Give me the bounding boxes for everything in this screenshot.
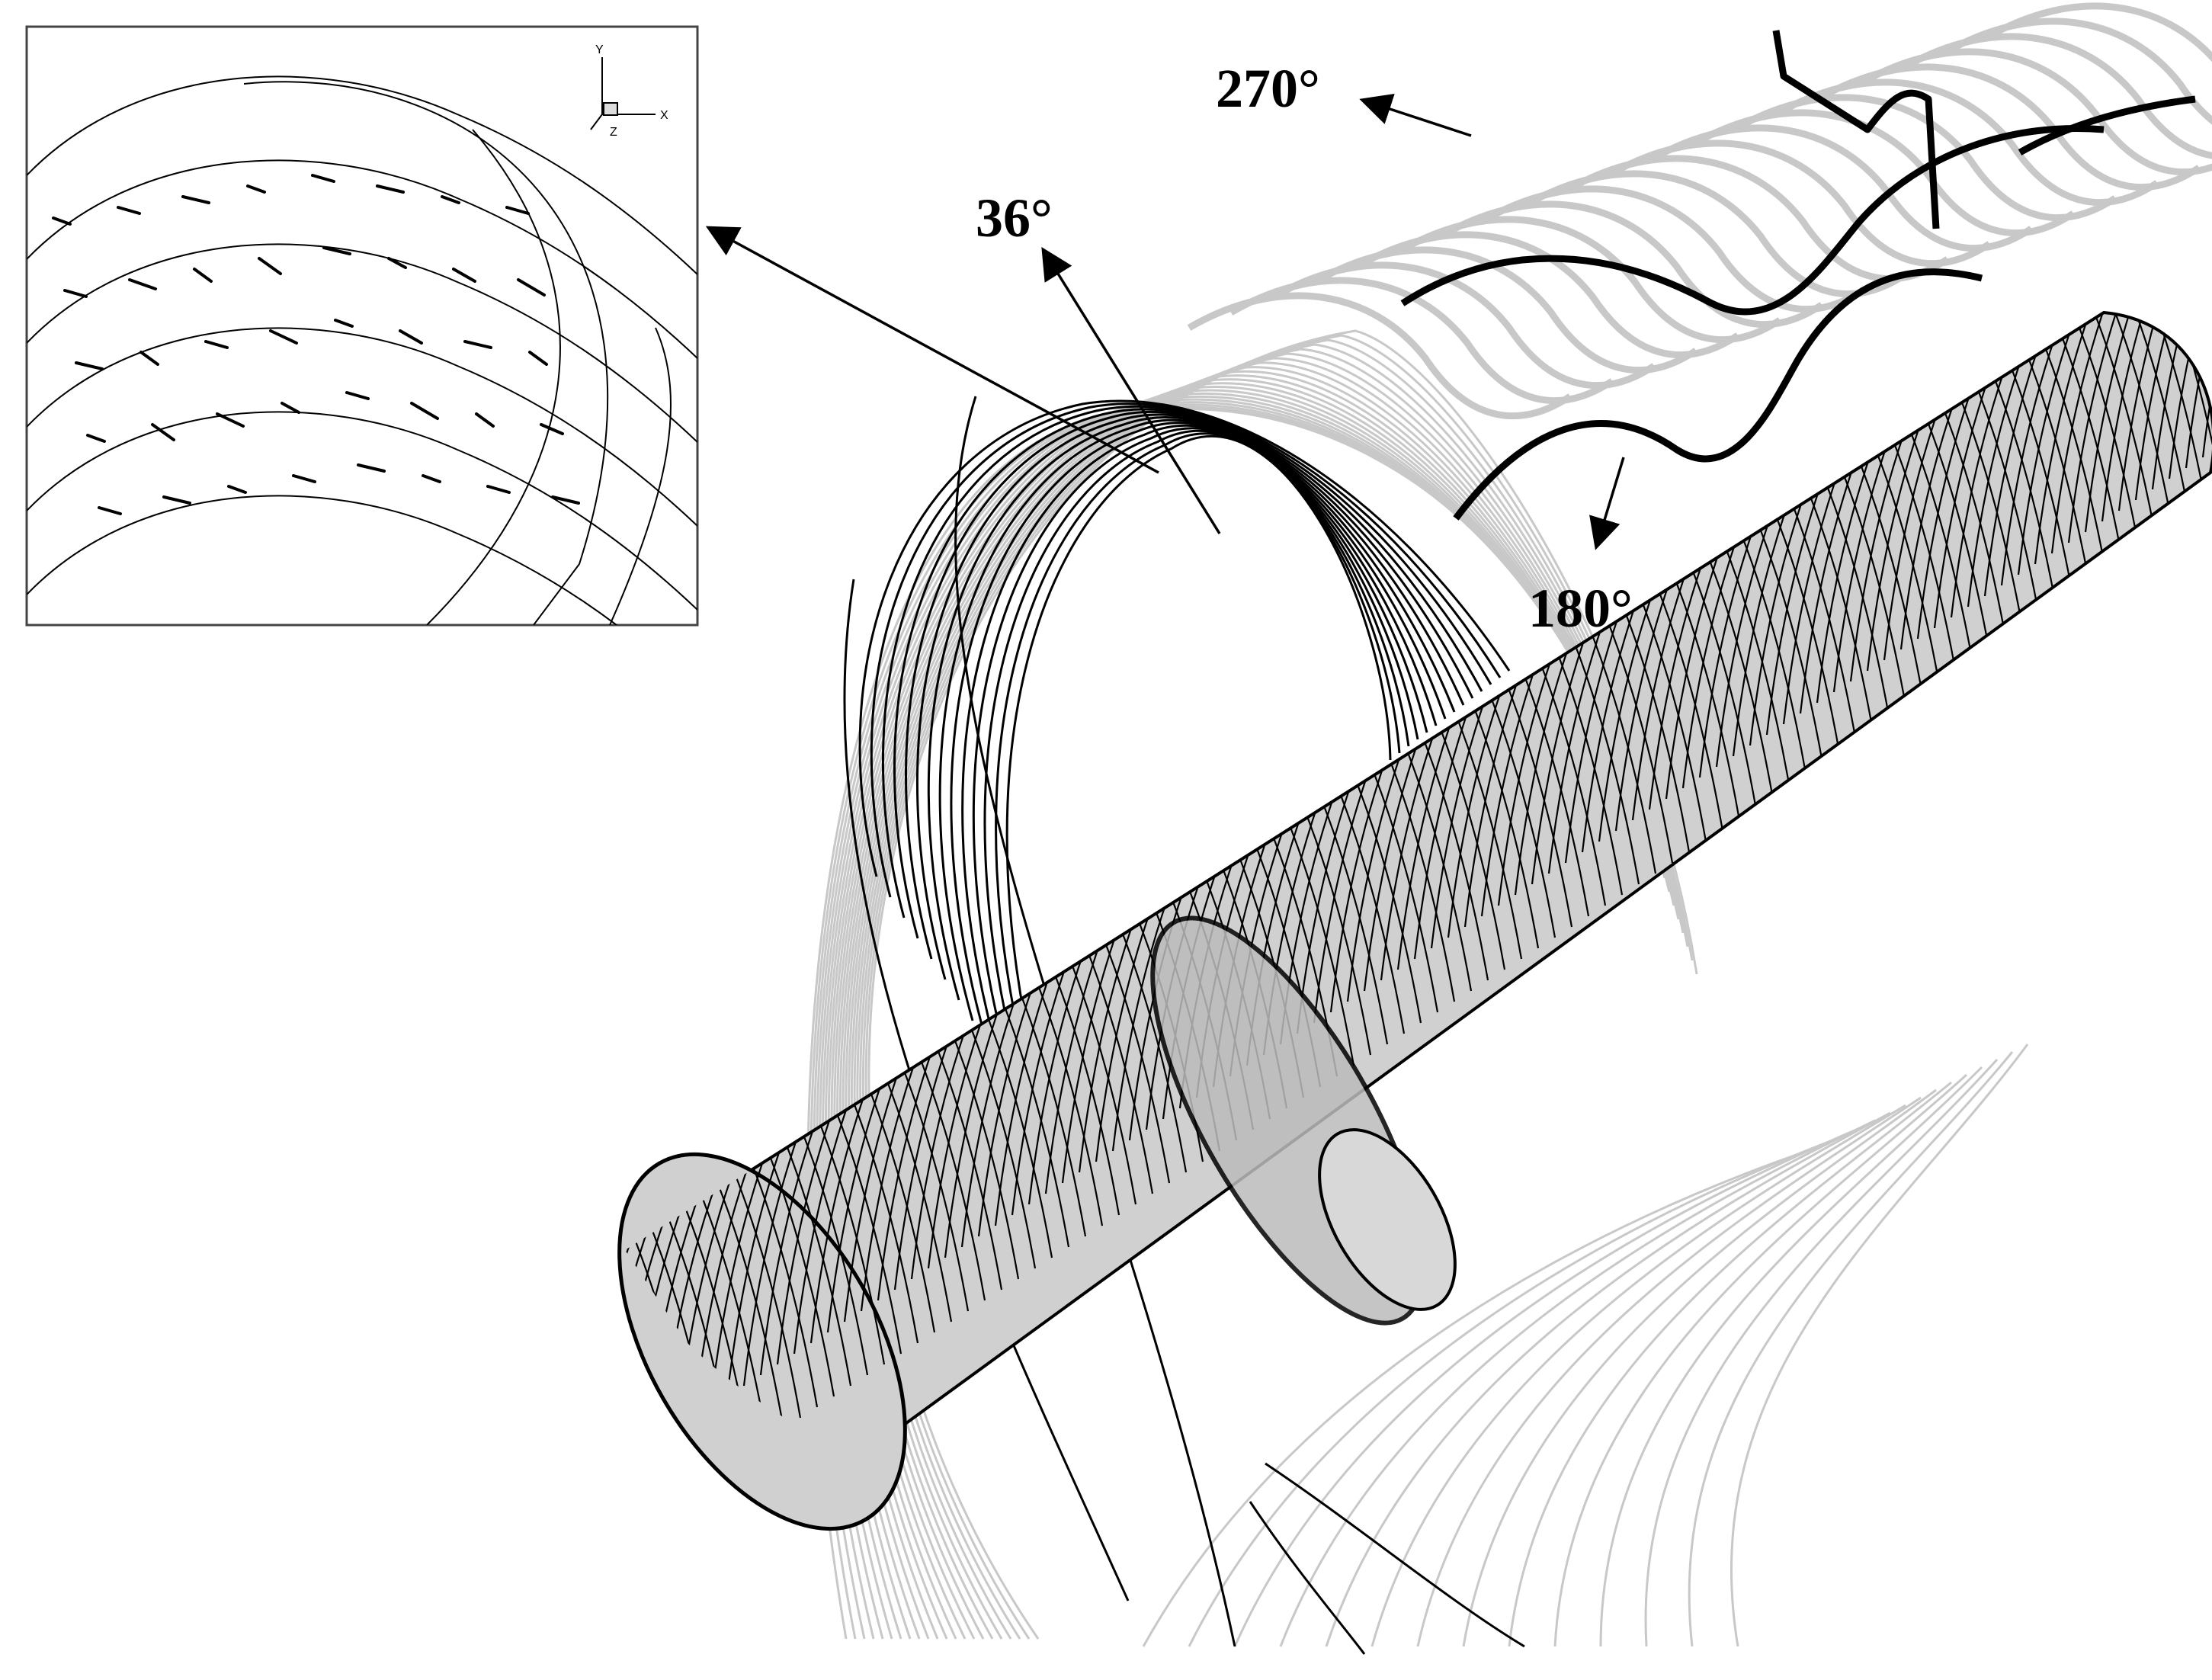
label-180: 180° — [1528, 578, 1633, 639]
arrow-to-180 — [1589, 457, 1625, 550]
highlighted-wake-lines — [1400, 30, 2196, 521]
wake-line-right — [2018, 95, 2196, 155]
label-270: 270° — [1216, 58, 1320, 119]
wake-line-270 — [1400, 125, 2105, 316]
arrow-to-inset — [705, 226, 1159, 474]
arrow-to-270 — [1359, 93, 1472, 137]
dark-blade-sections — [843, 396, 1525, 1655]
arrow-to-36 — [1041, 247, 1221, 534]
cylinder-end-face — [617, 1152, 907, 1531]
label-36: 36° — [976, 188, 1053, 248]
axis-label-z: Z — [610, 126, 617, 139]
wake-line-180 — [1453, 268, 1983, 521]
hub-inner-ring — [1318, 1128, 1457, 1311]
zoom-inset-panel: Y X Z — [25, 25, 699, 627]
wake-line-upper — [1772, 30, 1940, 229]
axis-triad — [590, 57, 656, 130]
axis-label-y: Y — [595, 43, 604, 56]
inset-frame — [25, 25, 699, 627]
axis-label-x: X — [660, 109, 668, 122]
